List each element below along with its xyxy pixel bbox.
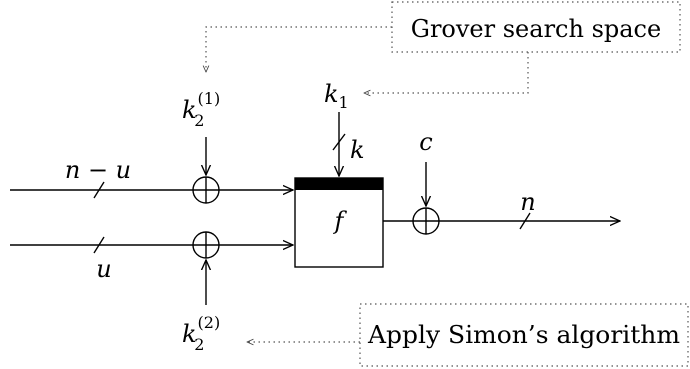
slash-u [93,236,105,254]
n-label: n [520,188,535,216]
function-box [294,177,384,268]
xor-gate-top [192,176,220,204]
grover-to-k2-connector [206,26,392,72]
k2-top-label: k(1)2 [182,89,220,130]
k1-label: k1 [324,80,349,112]
xor-gate-output [412,207,440,235]
u-label: u [96,255,111,283]
grover-to-k1-connector [364,52,529,93]
c-label: c [419,128,432,156]
k2-bottom-label: k(2)2 [182,313,220,354]
slash-n-minus-u [93,181,105,199]
grover-box-label: Grover search space [411,15,661,43]
xor-gate-bottom [192,231,220,259]
simon-box-label: Apply Simon’s algorithm [367,321,680,349]
n-minus-u-label: n − u [65,156,131,184]
k-width-label: k [350,136,365,164]
slash-n [519,212,531,230]
function-box-key-bar [295,178,383,190]
